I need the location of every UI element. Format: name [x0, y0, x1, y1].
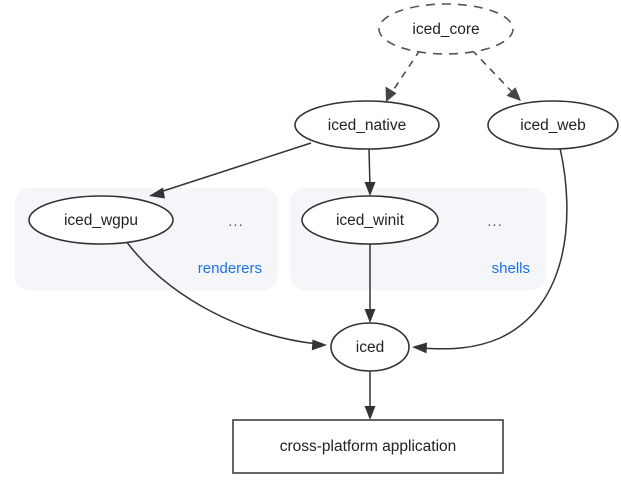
node-iced-web[interactable]: iced_web: [487, 100, 619, 150]
shells-more-ellipsis-icon: ...: [487, 213, 503, 230]
node-iced-winit-shape[interactable]: [301, 195, 439, 245]
node-iced-wgpu-shape[interactable]: [28, 195, 174, 245]
edge-native-to-wgpu: [149, 142, 312, 199]
edge-web-to-iced-arrowhead: [412, 342, 427, 354]
edge-native-to-wgpu-arrowhead: [149, 187, 165, 199]
edge-iced-to-app: [364, 371, 376, 420]
edge-native-to-winit-arrowhead: [364, 182, 376, 196]
node-iced-web-shape[interactable]: [487, 100, 619, 150]
edge-native-to-wgpu-line: [156, 142, 312, 194]
node-cross-platform-application[interactable]: cross-platform application: [232, 419, 504, 474]
edge-native-to-winit: [364, 148, 376, 196]
edge-core-to-native-arrowhead: [385, 86, 397, 102]
node-iced-wgpu[interactable]: iced_wgpu: [28, 195, 174, 245]
node-iced-core-label: iced_core: [412, 21, 479, 38]
edge-wgpu-to-iced-line: [125, 240, 319, 345]
node-iced-core[interactable]: iced_core: [378, 3, 514, 55]
node-cross-platform-application-shape[interactable]: [232, 419, 504, 474]
node-iced-web-label: iced_web: [520, 117, 586, 134]
cluster-shells-label: shells: [492, 260, 530, 277]
node-iced-native-shape[interactable]: [294, 100, 440, 150]
node-iced-label: iced: [356, 339, 384, 356]
node-iced-native[interactable]: iced_native: [294, 100, 440, 150]
cluster-renderers-label: renderers: [198, 260, 262, 277]
edge-wgpu-to-iced: [125, 240, 327, 351]
edge-wgpu-to-iced-arrowhead: [311, 339, 327, 351]
edge-web-to-iced-line: [420, 147, 568, 350]
node-cross-platform-application-label: cross-platform application: [280, 438, 457, 455]
edge-core-to-web-arrowhead: [506, 87, 521, 101]
renderers-more-ellipsis-icon: ...: [228, 213, 244, 230]
node-iced-wgpu-label: iced_wgpu: [64, 212, 138, 229]
node-iced-core-shape[interactable]: [378, 3, 514, 55]
edge-core-to-web: [471, 49, 521, 101]
edge-core-to-native-line: [389, 49, 421, 96]
edge-core-to-web-line: [471, 49, 516, 96]
node-iced-winit-label: iced_winit: [336, 212, 405, 229]
edge-web-to-iced: [412, 147, 568, 354]
edge-winit-to-iced-arrowhead: [364, 309, 376, 323]
node-iced-shape[interactable]: [330, 322, 410, 372]
edge-native-to-winit-line: [368, 148, 371, 189]
edge-iced-to-app-arrowhead: [364, 406, 376, 420]
edge-core-to-native: [385, 49, 421, 102]
node-iced-native-label: iced_native: [328, 117, 406, 134]
node-iced-winit[interactable]: iced_winit: [301, 195, 439, 245]
edge-winit-to-iced: [364, 244, 376, 323]
node-iced[interactable]: iced: [330, 322, 410, 372]
